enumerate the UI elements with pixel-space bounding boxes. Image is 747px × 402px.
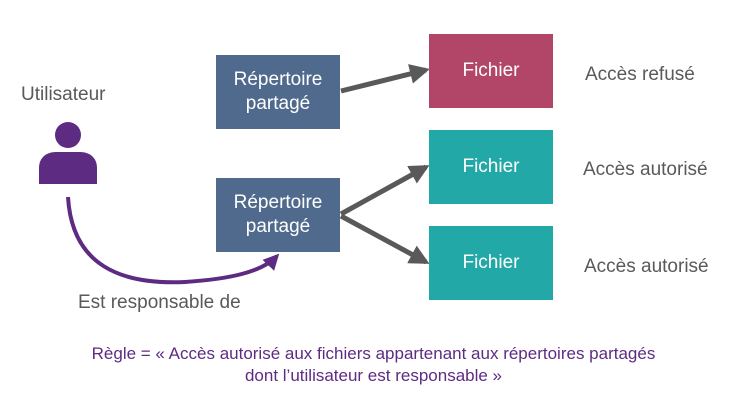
directory-2-line2: partagé — [245, 216, 311, 237]
directory-1-line2: partagé — [245, 93, 311, 114]
relation-label: Est responsable de — [78, 292, 241, 313]
file-2: Fichier — [429, 130, 553, 204]
shared-directory-2: Répertoire partagé — [216, 178, 340, 252]
responsibility-arrow — [66, 196, 280, 285]
file-2-status: Accès autorisé — [583, 159, 708, 180]
directory-1-line1: Répertoire — [233, 69, 323, 90]
file-2-label: Fichier — [462, 156, 520, 177]
file-1: Fichier — [429, 34, 553, 108]
file-1-status: Accès refusé — [585, 64, 695, 85]
rule-line-2: dont l’utilisateur est responsable » — [244, 366, 503, 385]
user-label: Utilisateur — [21, 84, 106, 105]
file-3-label: Fichier — [462, 252, 520, 273]
shared-directory-1: Répertoire partagé — [216, 55, 340, 129]
arrow-dir2-to-file3 — [339, 213, 430, 265]
file-3-status: Accès autorisé — [584, 256, 709, 277]
directory-2-line1: Répertoire — [233, 192, 323, 213]
user-icon — [39, 122, 97, 184]
rule-line-1: Règle = « Accès autorisé aux fichiers ap… — [91, 344, 656, 363]
file-3: Fichier — [429, 226, 553, 300]
arrow-dir2-to-file2 — [339, 164, 430, 217]
arrow-dir1-to-file1 — [340, 64, 430, 94]
file-1-label: Fichier — [462, 60, 520, 81]
